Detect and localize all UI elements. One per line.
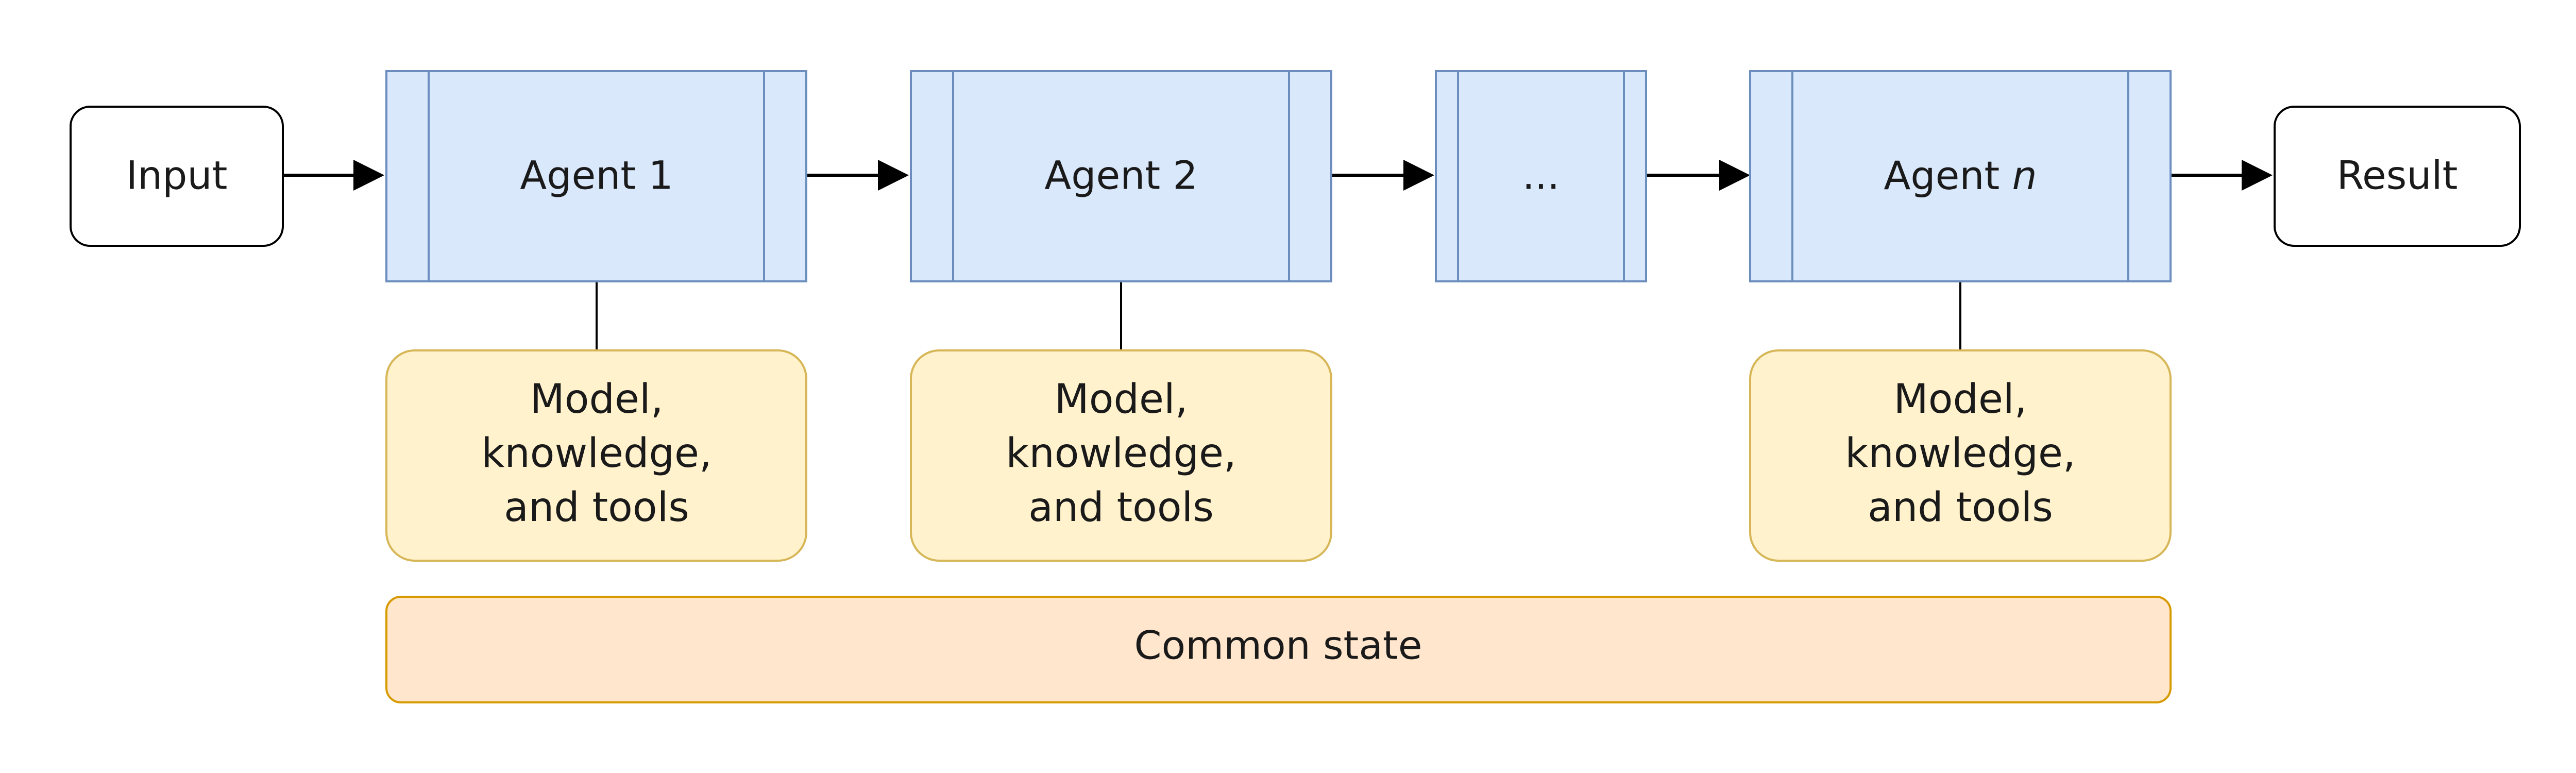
agent-2-node: Agent 2 [910, 70, 1332, 282]
result-node: Result [2274, 106, 2521, 247]
resources-agent-2-box [910, 349, 1332, 562]
resources-agent-n-line-1: Model, [1894, 376, 2027, 423]
resources-agent-n-line-3: and tools [1868, 484, 2053, 531]
resources-agent-n-box [1749, 349, 2172, 562]
resources-agent-1-box [385, 349, 807, 562]
agent-n-node: Agent n [1749, 70, 2172, 282]
resources-agent-n-line-2: knowledge, [1845, 430, 2076, 477]
resources-agent-2-line-2: knowledge, [1006, 430, 1236, 477]
agent-2-label: Agent 2 [1044, 153, 1197, 198]
input-box [70, 106, 284, 247]
agent-ellipsis-label: ... [1522, 153, 1560, 198]
agent-n-box [1749, 70, 2172, 282]
resources-agent-1-line-1: Model, [530, 376, 664, 423]
resources-agent-n: Model, knowledge, and tools [1749, 349, 2172, 562]
agent-1-label: Agent 1 [520, 153, 673, 198]
common-state-label: Common state [1134, 623, 1422, 668]
resources-agent-2-line-1: Model, [1055, 376, 1188, 423]
resources-agent-1-line-2: knowledge, [481, 430, 712, 477]
result-box [2274, 106, 2521, 247]
common-state-box [385, 596, 2172, 703]
agent-1-box [385, 70, 807, 282]
agent-n-label-prefix: Agent [1884, 153, 2012, 198]
common-state-node: Common state [385, 596, 2172, 703]
resources-agent-1: Model, knowledge, and tools [385, 349, 807, 562]
result-label: Result [2337, 153, 2458, 198]
agent-ellipsis-node: ... [1435, 70, 1647, 282]
resources-agent-1-line-3: and tools [504, 484, 689, 531]
agent-ellipsis-box [1435, 70, 1647, 282]
agent-n-label-index: n [2012, 153, 2037, 198]
input-node: Input [70, 106, 284, 247]
agent-n-label: Agent n [1884, 153, 2037, 198]
input-label: Input [126, 153, 228, 198]
resources-agent-2: Model, knowledge, and tools [910, 349, 1332, 562]
resources-agent-2-line-3: and tools [1028, 484, 1214, 531]
resource-connectors [596, 281, 1961, 350]
agent-1-node: Agent 1 [385, 70, 807, 282]
agent-2-box [910, 70, 1332, 282]
